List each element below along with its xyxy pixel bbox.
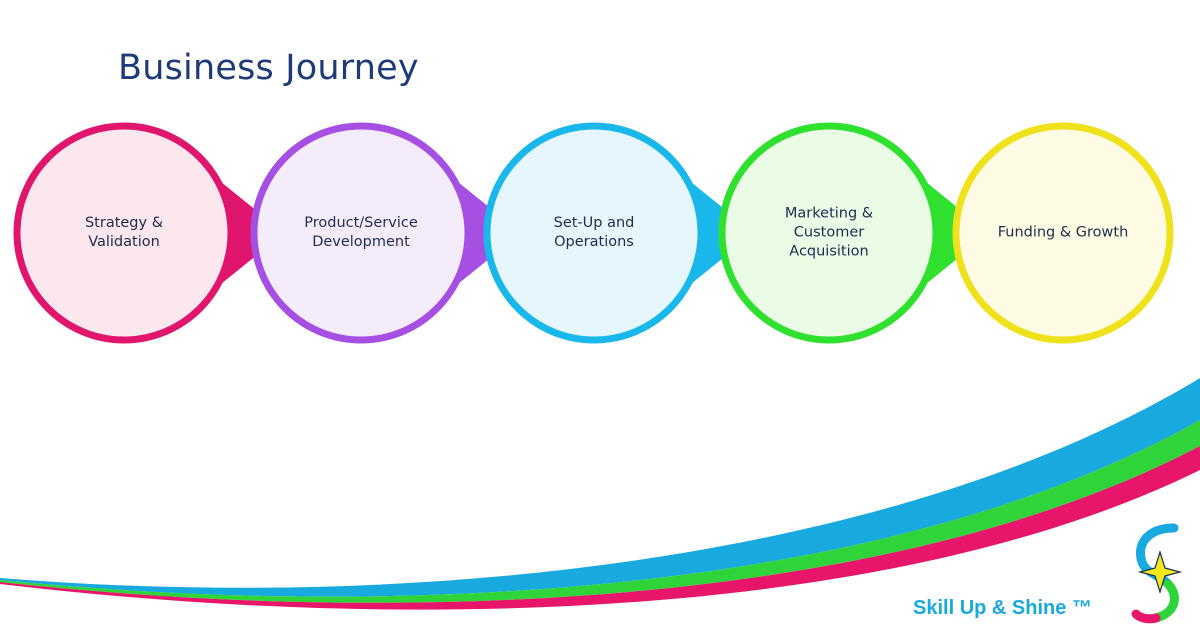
step-label-line: Marketing & <box>784 205 874 222</box>
swoosh-band-blue <box>0 378 1200 597</box>
brand-name: Skill Up & Shine ™ <box>913 597 1092 619</box>
step-label-line: Customer <box>793 224 865 241</box>
step-label-line: Operations <box>554 234 634 250</box>
swoosh-band-pink <box>0 446 1200 610</box>
step-label-5: Funding & Growth <box>988 224 1138 243</box>
journey-step-1 <box>13 122 284 344</box>
step-circle <box>952 122 1174 344</box>
journey-step-5 <box>952 122 1174 344</box>
step-label-line: Product/Service <box>304 215 418 231</box>
brand-logo-icon <box>1131 523 1183 624</box>
step-label-line: Strategy & <box>84 215 164 231</box>
step-arrow-pointer <box>216 178 284 288</box>
journey-step-3 <box>483 122 754 344</box>
step-label-line: Validation <box>88 234 160 250</box>
step-label-line: Funding & Growth <box>997 224 1129 241</box>
page-title: Business Journey <box>118 48 419 88</box>
step-label-line: Set-Up and <box>553 215 635 231</box>
step-label-1: Strategy & Validation <box>49 214 199 252</box>
step-label-line: Acquisition <box>789 243 869 260</box>
step-label-line: Development <box>312 234 410 250</box>
